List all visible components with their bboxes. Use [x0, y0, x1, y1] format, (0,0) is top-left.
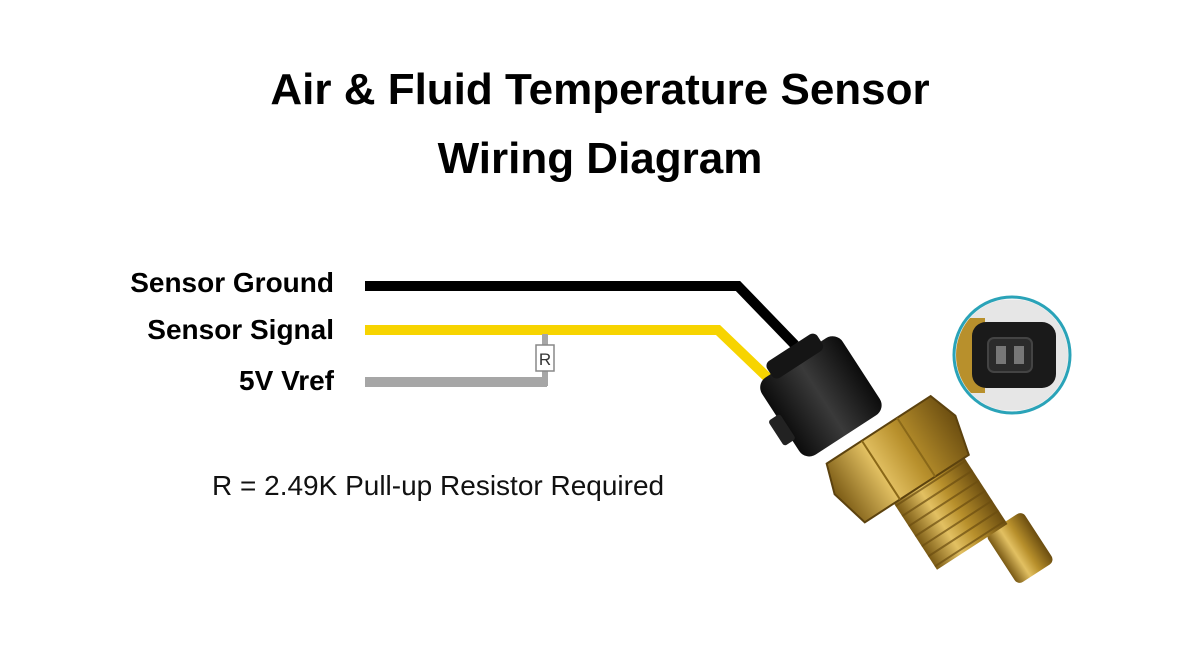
label-5v-vref: 5V Vref — [239, 365, 334, 396]
diagram-title-line-2: Wiring Diagram — [437, 134, 763, 183]
diagram-title-line-1: Air & Fluid Temperature Sensor — [270, 65, 930, 114]
resistor-requirement-note: R = 2.49K Pull-up Resistor Required — [212, 470, 665, 501]
wire-sensor-signal — [365, 325, 772, 382]
resistor-label: R — [539, 350, 551, 369]
label-sensor-ground: Sensor Ground — [130, 267, 334, 298]
wire-sensor-ground — [365, 281, 799, 349]
label-sensor-signal: Sensor Signal — [147, 314, 334, 345]
resistor-symbol — [535, 344, 555, 372]
connector-closeup-inset — [952, 295, 1072, 415]
temperature-sensor-illustration — [760, 333, 1053, 583]
